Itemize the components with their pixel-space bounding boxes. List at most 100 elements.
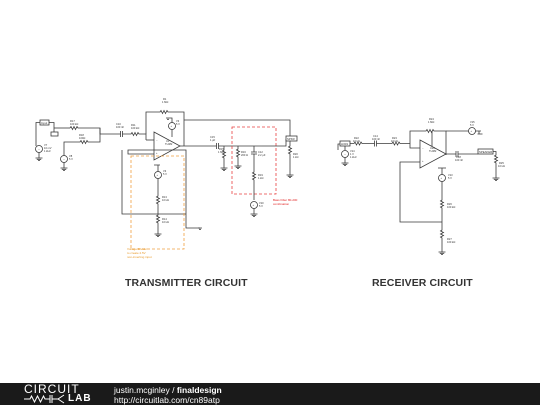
- svg-text:R18: R18: [79, 133, 84, 137]
- svg-text:100 kΩ: 100 kΩ: [447, 205, 455, 209]
- svg-text:+: +: [171, 125, 173, 128]
- r17-resistor: [69, 125, 87, 131]
- svg-text:R17: R17: [70, 119, 75, 123]
- svg-text:R22: R22: [354, 136, 359, 140]
- svg-text:5 V: 5 V: [259, 204, 263, 208]
- svg-text:V13: V13: [448, 173, 453, 177]
- c15-capacitor: [214, 143, 232, 149]
- svg-text:C10: C10: [116, 122, 121, 126]
- svg-text:R27: R27: [447, 237, 452, 241]
- footer-bar: CIRCUIT LAB justin.mcginley / finaldesig…: [0, 382, 540, 405]
- svg-text:100 nF: 100 nF: [455, 158, 463, 162]
- svg-text:100 kΩ: 100 kΩ: [131, 126, 139, 130]
- svg-text:C12: C12: [258, 150, 263, 154]
- svg-text:5 V: 5 V: [163, 172, 167, 176]
- svg-text:1 MΩ: 1 MΩ: [162, 100, 168, 104]
- svg-text:5 V: 5 V: [176, 122, 180, 126]
- svg-text:U1: U1: [166, 139, 170, 143]
- tx-speaker-label: SPKR: [287, 137, 295, 141]
- svg-text:R26: R26: [447, 202, 452, 206]
- author-link[interactable]: justin.mcginley: [114, 385, 170, 395]
- r19-resistor: [251, 166, 257, 200]
- circuitlab-logo[interactable]: CIRCUIT LAB: [24, 382, 104, 404]
- svg-text:R14: R14: [162, 217, 167, 221]
- svg-text:100 kΩ: 100 kΩ: [447, 240, 455, 244]
- r1-feedback-resistor: [145, 109, 185, 146]
- r20-resistor: [287, 141, 293, 175]
- svg-text:U20: U20: [430, 146, 435, 150]
- svg-text:R23: R23: [392, 136, 397, 140]
- r15-resistor: [221, 146, 227, 168]
- svg-text:C15: C15: [210, 135, 215, 139]
- svg-text:R24: R24: [429, 117, 434, 121]
- r18-resistor: [70, 128, 101, 145]
- r24-feedback-resistor: [409, 128, 447, 155]
- r13-r14-divider: [155, 178, 161, 234]
- c10-capacitor: [118, 131, 128, 137]
- r16-resistor: [235, 146, 241, 166]
- svg-text:1 kHz: 1 kHz: [44, 149, 51, 153]
- svg-text:R15: R15: [219, 147, 224, 151]
- svg-text:10 mV: 10 mV: [44, 146, 52, 150]
- svg-text:2.2 µF: 2.2 µF: [258, 153, 266, 157]
- receiver-title: RECEIVER CIRCUIT: [372, 277, 473, 289]
- rx-speaker-label: SPEAKER: [479, 150, 492, 154]
- logo-lab-text: LAB: [68, 393, 92, 404]
- svg-text:V3: V3: [163, 169, 167, 173]
- svg-text:~: ~: [38, 148, 40, 151]
- svg-text:100Ω: 100Ω: [79, 136, 85, 140]
- logo-wire-icon: [24, 394, 65, 404]
- svg-text:~: ~: [63, 158, 65, 161]
- svg-text:10 kΩ: 10 kΩ: [162, 220, 169, 224]
- svg-text:R16: R16: [241, 150, 246, 154]
- svg-text:R25: R25: [499, 161, 504, 165]
- transmitter-circuit: Input ~ V7 10 mV 1 kHz ~ V8 5 V R17 100 …: [35, 97, 298, 259]
- bass-filter-note-line1: Bass Filter 80-200: [273, 198, 298, 202]
- svg-text:5 V: 5 V: [470, 123, 474, 127]
- svg-text:R1: R1: [163, 97, 167, 101]
- svg-text:1 V: 1 V: [350, 152, 354, 156]
- voltage-divider-note-line3: non-inverting input: [127, 255, 152, 259]
- svg-text:1 µF: 1 µF: [210, 138, 216, 142]
- byline: justin.mcginley / finaldesign: [114, 385, 222, 395]
- voltage-divider-highlight: [130, 155, 185, 250]
- svg-text:R19: R19: [258, 173, 263, 177]
- svg-text:R11: R11: [131, 123, 136, 127]
- tx-input-label: Input: [41, 121, 47, 125]
- u20-opamp: [419, 139, 447, 169]
- svg-text:TL082: TL082: [429, 149, 437, 153]
- svg-text:R20: R20: [293, 152, 298, 156]
- voltage-divider-note-line2: to create 2.5V: [127, 251, 146, 255]
- svg-text:~: ~: [344, 153, 346, 156]
- svg-text:V7: V7: [44, 143, 48, 147]
- receiver-circuit: LDR1 ~ V14 1 V 1 kHz R22 10 kΩ C14 100 n…: [337, 117, 505, 255]
- svg-text:200 Ω: 200 Ω: [241, 153, 248, 157]
- svg-text:R13: R13: [162, 195, 167, 199]
- svg-text:+: +: [253, 204, 255, 207]
- svg-text:+: +: [471, 130, 473, 133]
- svg-text:C14: C14: [373, 134, 378, 138]
- project-url[interactable]: http://circuitlab.com/cn89atp: [114, 395, 220, 405]
- byline-separator: /: [169, 385, 177, 395]
- svg-text:100 kΩ: 100 kΩ: [70, 122, 78, 126]
- svg-text:V14: V14: [350, 149, 355, 153]
- project-link[interactable]: finaldesign: [176, 385, 222, 395]
- rx-input-label: LDR1: [341, 142, 349, 146]
- tx-signal-tag: [50, 131, 59, 137]
- c18-capacitor: [446, 151, 478, 157]
- svg-text:1 kHz: 1 kHz: [350, 155, 357, 159]
- svg-text:1 kΩ: 1 kΩ: [293, 155, 298, 159]
- circuit-schematic: Input ~ V7 10 mV 1 kHz ~ V8 5 V R17 100 …: [35, 97, 505, 259]
- svg-text:V10: V10: [259, 201, 264, 205]
- svg-text:5 V: 5 V: [69, 157, 73, 161]
- svg-text:+: +: [156, 152, 158, 155]
- svg-text:5 V: 5 V: [448, 176, 452, 180]
- svg-text:+: +: [422, 160, 424, 163]
- svg-text:1 MΩ: 1 MΩ: [218, 150, 224, 154]
- svg-text:1 kΩ: 1 kΩ: [258, 176, 263, 180]
- svg-text:−: −: [156, 140, 158, 143]
- bass-filter-note-line2: combination: [273, 202, 290, 206]
- logo-circuit-text: CIRCUIT: [24, 382, 80, 396]
- r25-resistor: [493, 151, 499, 178]
- svg-text:TL082: TL082: [165, 142, 173, 146]
